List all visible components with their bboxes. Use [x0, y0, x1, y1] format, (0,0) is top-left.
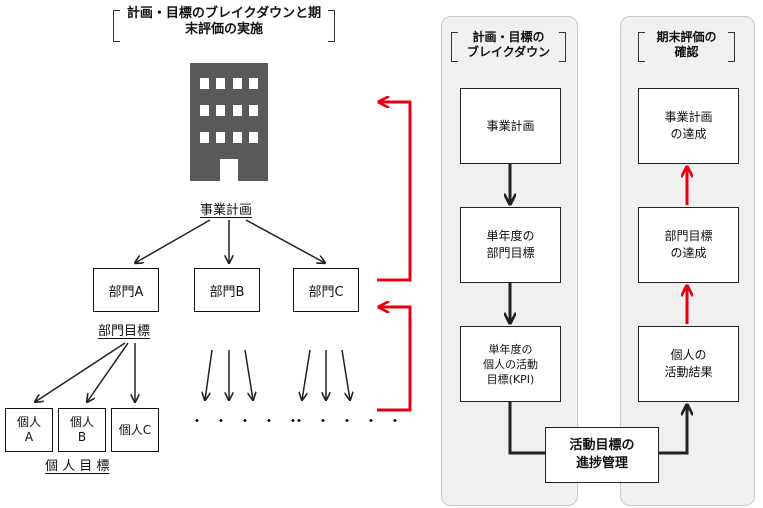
individual-box-c: 個人C: [111, 408, 159, 452]
bracket-right: [559, 32, 566, 62]
ellipsis-dots-b: ・・・・・: [190, 414, 310, 430]
arrow-plan-to-a: [135, 219, 211, 263]
bracket-left: [638, 32, 645, 62]
step-dept-goal: 単年度の 部門目標: [460, 207, 561, 283]
bracket-right: [328, 10, 335, 42]
dept-goal-label: 部門目標: [98, 324, 151, 339]
dept-box-a: 部門A: [93, 268, 159, 312]
evaluation-panel-title: 期末評価の 確認: [620, 30, 753, 62]
eval-business-plan-achievement: 事業計画 の達成: [638, 88, 739, 164]
ellipsis-dots-c: ・・・・・: [292, 414, 412, 430]
arrow-b-3: [244, 349, 253, 400]
progress-management-box: 活動目標の 進捗管理: [545, 427, 659, 483]
eval-individual-results: 個人の 活動結果: [638, 326, 739, 402]
arrow-c-3: [341, 349, 350, 400]
bracket-left: [113, 10, 120, 42]
red-bracket-upper: [377, 102, 412, 282]
step-individual-kpi: 単年度の 個人の活動 目標(KPI): [460, 326, 561, 402]
office-building-icon: [190, 63, 268, 181]
breakdown-panel-title-text: 計画・目標の ブレイクダウン: [466, 30, 551, 59]
dept-box-c: 部門C: [293, 268, 359, 312]
evaluation-panel-title-text: 期末評価の 確認: [656, 30, 717, 59]
left-title: 計画・目標のブレイクダウンと期 末評価の実施: [113, 6, 335, 42]
arrow-progress-to-results: [657, 406, 687, 455]
step-business-plan: 事業計画: [460, 88, 561, 164]
bracket-left: [451, 32, 458, 62]
arrow-c-1: [302, 349, 311, 400]
individual-goal-label: 個 人 目 標: [45, 459, 110, 474]
arrow-a-to-indiv-b: [87, 342, 129, 402]
bracket-right: [728, 32, 735, 62]
business-plan-label: 事業計画: [200, 203, 253, 218]
individual-box-b: 個人 B: [58, 408, 106, 452]
arrow-a-to-indiv-a: [35, 342, 126, 402]
red-bracket-lower: [377, 307, 412, 412]
dept-box-b: 部門B: [194, 268, 260, 312]
arrow-plan-to-c: [245, 219, 325, 263]
eval-dept-goal-achievement: 部門目標 の達成: [638, 207, 739, 283]
line-kpi-to-progress: [508, 402, 545, 455]
individual-box-a: 個人 A: [5, 408, 53, 452]
breakdown-panel-title: 計画・目標の ブレイクダウン: [441, 30, 576, 62]
left-title-text: 計画・目標のブレイクダウンと期 末評価の実施: [126, 6, 322, 37]
arrow-b-1: [205, 349, 213, 400]
